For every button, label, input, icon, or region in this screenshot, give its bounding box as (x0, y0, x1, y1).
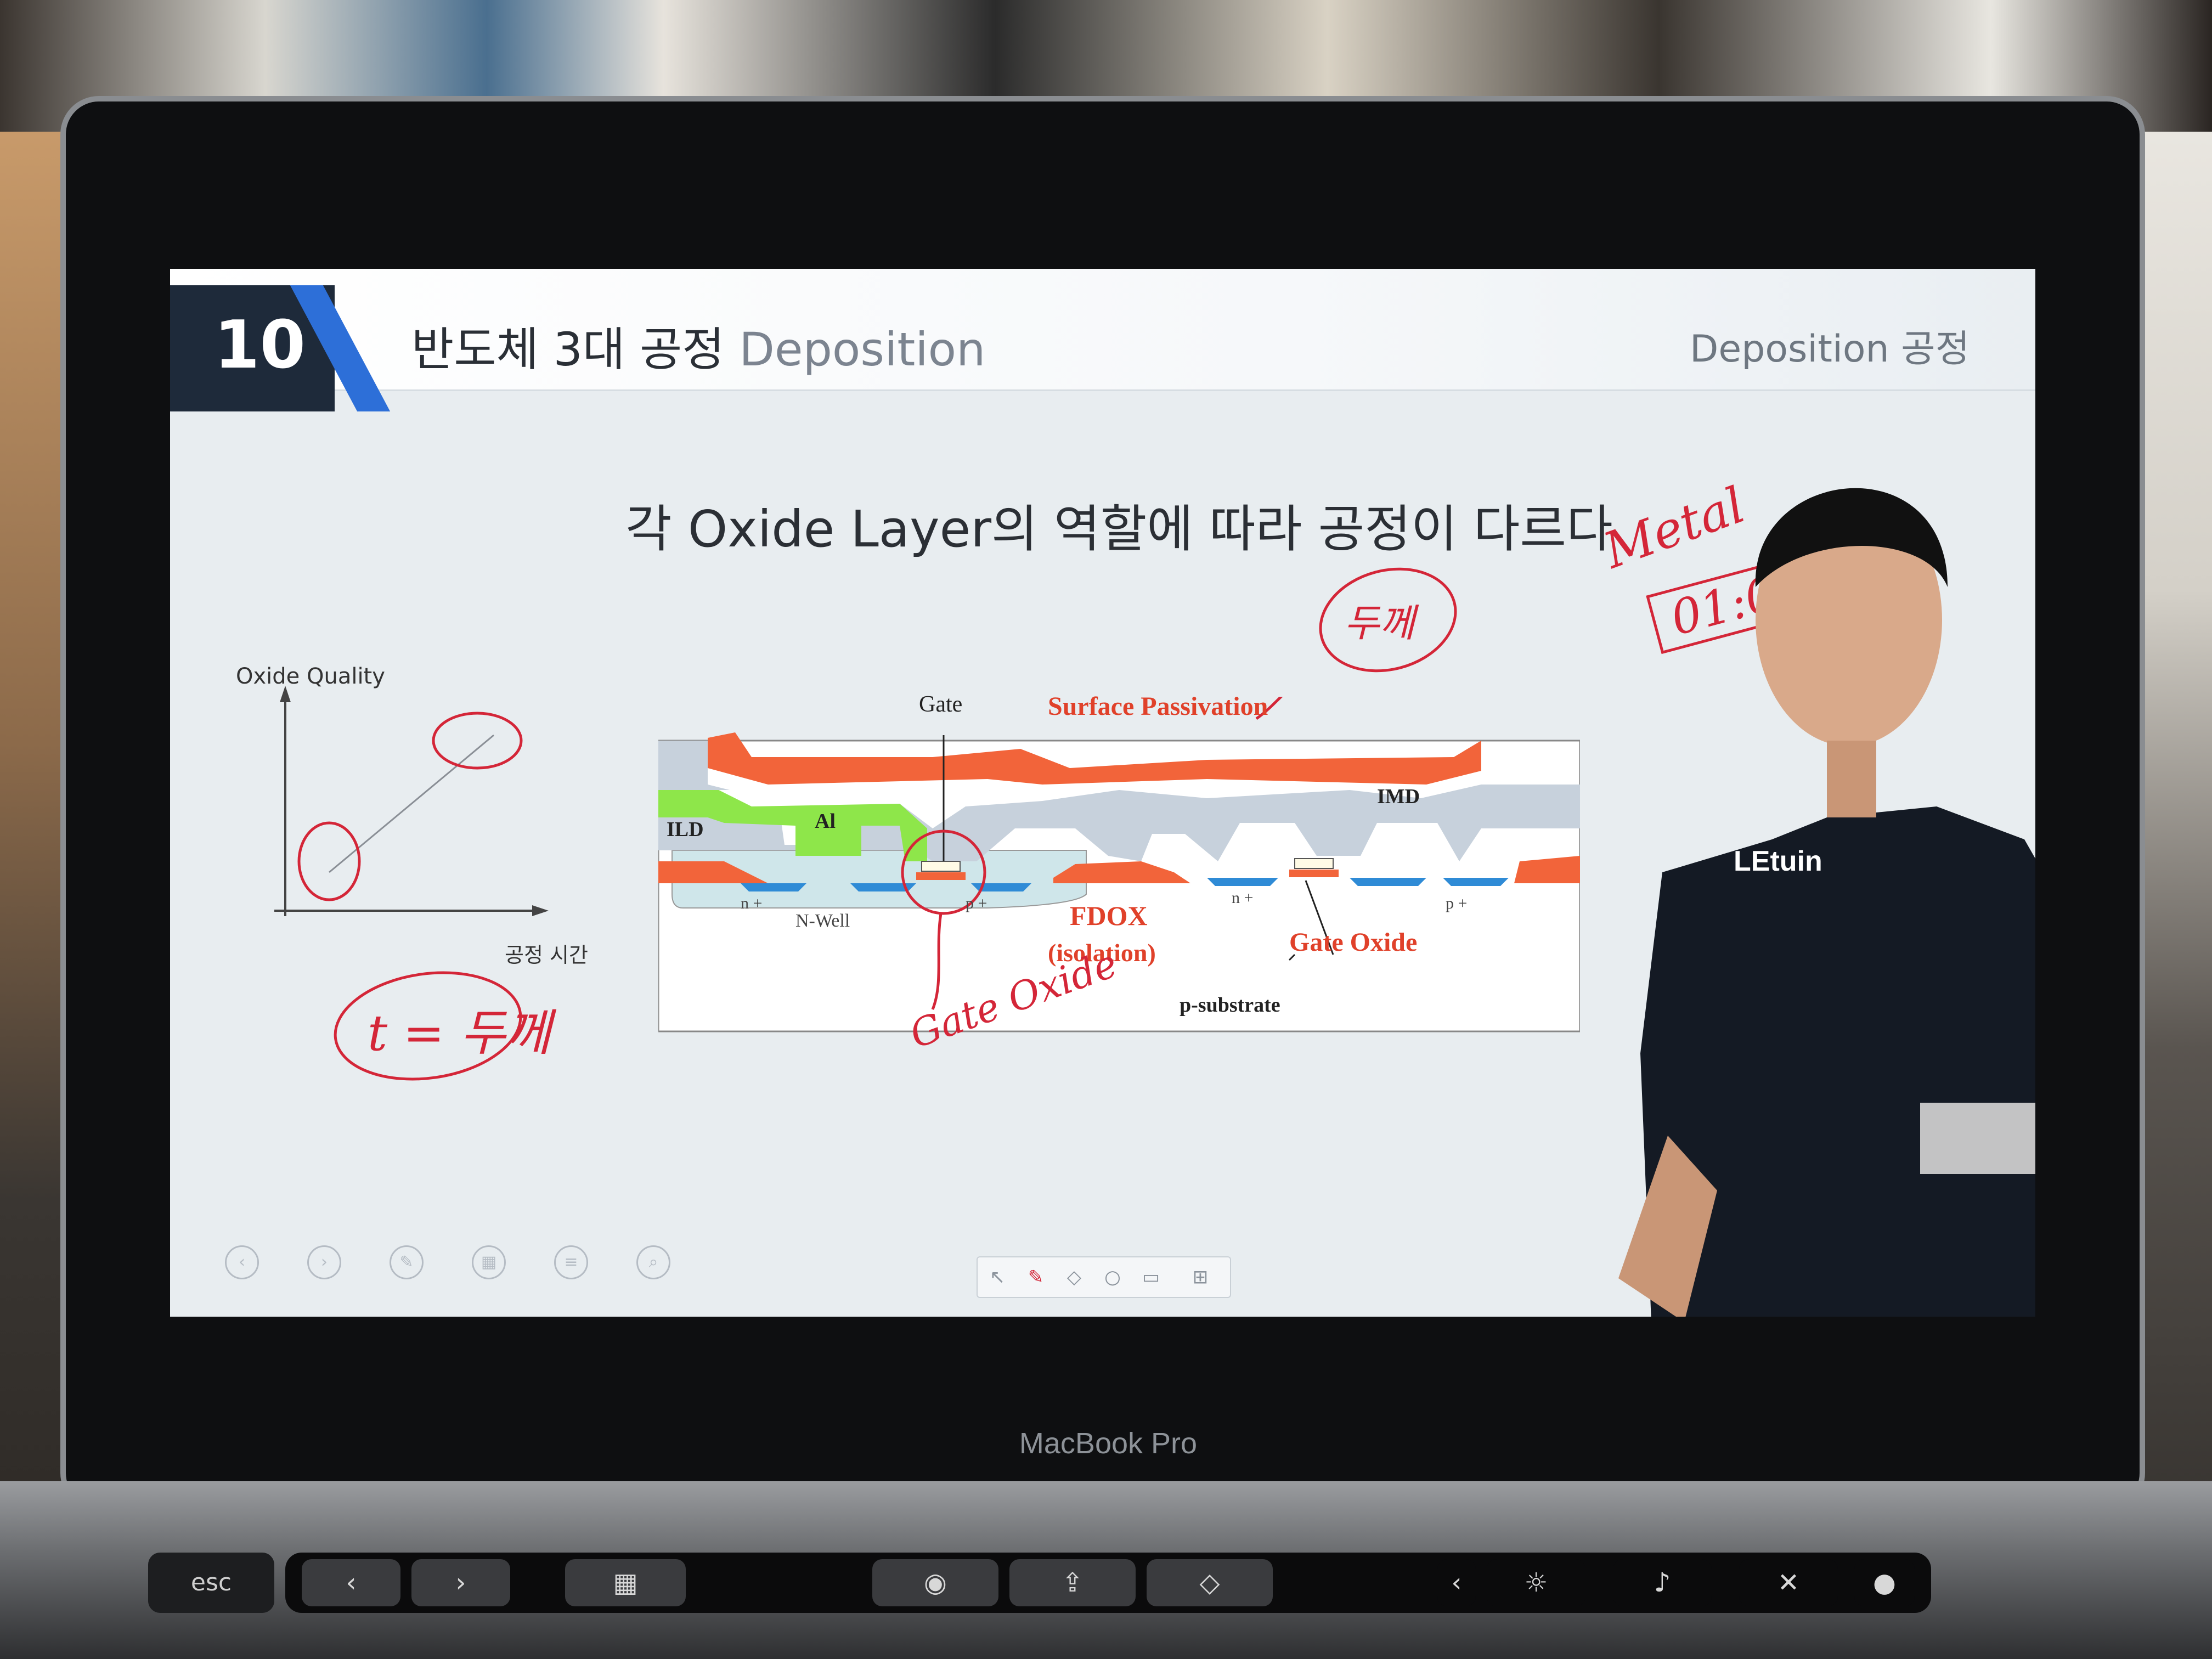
chart-y-arrow (280, 686, 291, 702)
next-slide-icon[interactable]: › (307, 1245, 341, 1279)
ink-passivation-line (1255, 697, 1283, 720)
ink-circle-gate (901, 830, 986, 915)
zoom-icon[interactable]: ⌕ (636, 1245, 670, 1279)
annotation-toolbar: ↖ ✎ ◇ ○ ▭ ⊞ (977, 1256, 1231, 1298)
touchbar-eye-icon[interactable]: ◉ (872, 1559, 998, 1606)
label-imd: IMD (1377, 785, 1420, 808)
presenter-blurred-patch (1920, 1103, 2035, 1174)
touchbar-tag-icon[interactable]: ◇ (1147, 1559, 1273, 1606)
eraser-icon[interactable]: ◇ (1066, 1266, 1082, 1288)
label-al: Al (815, 810, 836, 833)
gate-poly-left (921, 861, 961, 872)
slide-subtitle: 각 Oxide Layer의 역할에 따라 공정이 다르다 (625, 500, 1613, 558)
esc-key[interactable]: esc (148, 1553, 274, 1613)
touch-bar: ‹ › ▦ ◉ ⇪ ◇ ‹ ☼ ♪ ✕ ● (285, 1553, 1931, 1613)
slide-header (170, 269, 2035, 391)
imd-ild-dielectric (658, 785, 1580, 861)
chart-x-arrow (532, 905, 549, 916)
pen-icon[interactable]: ✎ (390, 1245, 424, 1279)
shirt-logo: LEtuin (1734, 845, 1822, 877)
background-desk-right (2129, 132, 2212, 1659)
presenter-hand (1618, 1136, 1717, 1317)
grid-icon[interactable]: ▦ (472, 1245, 506, 1279)
p-plus-diffusion-1 (850, 883, 916, 891)
label-n-plus-1: n + (741, 894, 763, 912)
oxide-quality-chart (274, 686, 549, 916)
ink-circle-high (432, 712, 523, 770)
gate-oxide-right (1289, 870, 1339, 877)
pen-tool-icon[interactable]: ✎ (1028, 1266, 1044, 1288)
field-oxide-right (1514, 856, 1580, 883)
label-gate-oxide: Gate Oxide (1289, 928, 1418, 957)
ink-gate-line (931, 913, 943, 1010)
n-plus-diffusion-1 (741, 883, 806, 891)
n-plus-diffusion-3 (1350, 878, 1426, 886)
ink-circle-low (297, 821, 361, 901)
slide-title-accent: Deposition (724, 323, 986, 376)
pointer-icon[interactable]: ↖ (989, 1266, 1006, 1288)
n-plus-diffusion-2 (1207, 878, 1278, 886)
label-p-substrate: p-substrate (1180, 994, 1280, 1017)
slide-corner-label: Deposition 공정 (1690, 328, 1970, 371)
label-gate: Gate (919, 692, 963, 717)
dielectric-left-top (658, 741, 730, 790)
fdox-isolation (1053, 861, 1190, 883)
p-plus-diffusion-2 (971, 883, 1031, 891)
touchbar-share-icon[interactable]: ⇪ (1009, 1559, 1136, 1606)
slide-number: 10 (214, 307, 306, 383)
n-well-region (672, 850, 1087, 909)
ink-t-equals: t = 두께 (368, 1005, 551, 1062)
ink-thickness-circle (1319, 567, 1457, 673)
presenter-hair (1755, 488, 1948, 587)
ink-t-ellipse (334, 971, 522, 1081)
chart-y-label: Oxide Quality (236, 664, 385, 689)
touchbar-volume-icon[interactable]: ♪ (1613, 1559, 1712, 1606)
al-metal-layer (658, 790, 927, 861)
gate-oxide-pointer-1 (1288, 953, 1296, 961)
laptop-screen: 10 반도체 3대 공정 Deposition Deposition 공정 각 … (170, 269, 2035, 1317)
slide-title-main: 반도체 3대 공정 (411, 323, 725, 376)
touchbar-brightness-icon[interactable]: ☼ (1487, 1559, 1585, 1606)
menu-icon[interactable]: ≡ (554, 1245, 588, 1279)
touchbar-collapse-icon[interactable]: ‹ (1437, 1559, 1476, 1606)
touchbar-mute-icon[interactable]: ✕ (1739, 1559, 1838, 1606)
touchbar-back-icon[interactable]: ‹ (302, 1559, 400, 1606)
label-surface-passivation: Surface Passivation (1048, 692, 1268, 721)
touchbar-forward-icon[interactable]: › (411, 1559, 510, 1606)
label-n-plus-2: n + (1232, 889, 1254, 907)
label-n-well: N-Well (795, 911, 850, 931)
presentation-nav-bar: ‹ › ✎ ▦ ≡ ⌕ (225, 1245, 719, 1284)
gate-oxide-left (916, 872, 966, 880)
touchbar-siri-icon[interactable]: ● (1854, 1559, 1915, 1606)
presenter-video (1618, 488, 2035, 1317)
presenter-face (1756, 494, 1942, 746)
gate-oxide-pointer (1305, 880, 1334, 955)
slide-title: 반도체 3대 공정 Deposition (411, 313, 985, 379)
gate-poly-right (1294, 858, 1334, 869)
screen-icon[interactable]: ▭ (1142, 1266, 1160, 1288)
label-p-plus-2: p + (1446, 894, 1468, 912)
p-plus-diffusion-3 (1443, 878, 1509, 886)
ink-thickness-text: 두께 (1344, 601, 1415, 646)
presenter-neck (1827, 741, 1876, 817)
laptop-brand-label: MacBook Pro (1019, 1427, 1198, 1460)
presenter-shirt (1640, 806, 2035, 1317)
cmos-cross-section-diagram (658, 697, 1580, 1032)
label-p-plus-1: p + (966, 894, 988, 912)
field-oxide-left (658, 861, 768, 883)
label-ild: ILD (667, 818, 704, 841)
label-fdox: FDOX (1070, 900, 1148, 931)
touchbar-tabs-icon[interactable]: ▦ (565, 1559, 686, 1606)
prev-slide-icon[interactable]: ‹ (225, 1245, 259, 1279)
chart-x-label: 공정 시간 (505, 943, 588, 967)
hide-toolbar-icon[interactable]: ⊞ (1192, 1266, 1209, 1288)
surface-passivation-layer (708, 732, 1481, 785)
chart-trend-line (329, 734, 494, 873)
label-isolation: (isolation) (1048, 939, 1156, 967)
search-icon[interactable]: ○ (1104, 1266, 1121, 1288)
